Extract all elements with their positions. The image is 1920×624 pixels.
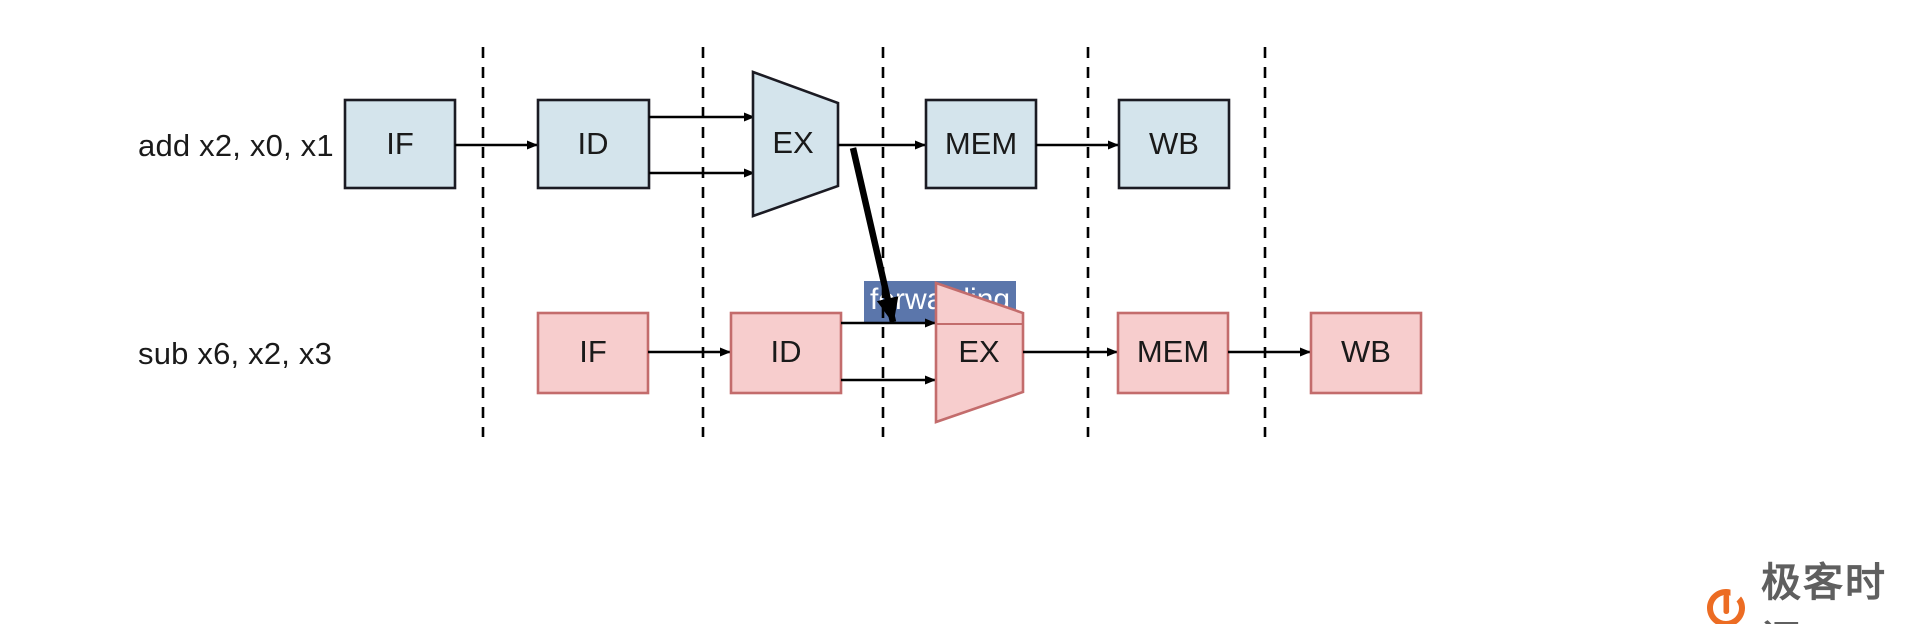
stage-label-sub-ex: EX: [958, 334, 1000, 369]
pipeline-row-sub: IF ID EX MEM WB: [536, 281, 1423, 424]
stage-label-add-wb: WB: [1149, 126, 1199, 161]
stage-box-add-mem: [924, 98, 1038, 190]
stage-box-add-ex: [751, 70, 840, 218]
stage-box-add-if: [343, 98, 457, 190]
stage-label-add-id: ID: [578, 126, 609, 161]
stage-box-sub-wb: [1309, 311, 1423, 395]
geektime-logo-icon: [1703, 585, 1749, 624]
forwarding-path: [849, 147, 899, 324]
stage-box-add-id: [536, 98, 651, 190]
stage-box-sub-id: [729, 311, 843, 395]
row-label-add: add x2, x0, x1: [138, 128, 334, 163]
row-label-sub: sub x6, x2, x3: [138, 336, 333, 371]
stage-label-sub-if: IF: [579, 334, 607, 369]
stage-label-add-ex: EX: [772, 125, 814, 160]
forwarding-arrow: [849, 147, 899, 324]
stage-label-add-if: IF: [386, 126, 414, 161]
pipeline-row-add: IF ID EX MEM WB: [343, 70, 1231, 218]
stage-box-sub-ex: [934, 281, 1025, 424]
watermark-text: 极客时间: [1761, 560, 1887, 624]
stage-label-sub-wb: WB: [1341, 334, 1391, 369]
stage-dividers: [481, 47, 1267, 437]
stage-label-add-mem: MEM: [945, 126, 1017, 161]
stage-box-add-wb: [1117, 98, 1231, 190]
stage-label-sub-id: ID: [771, 334, 802, 369]
watermark: 极客时间: [1703, 550, 1920, 624]
stage-label-sub-mem: MEM: [1137, 334, 1209, 369]
stage-box-sub-if: [536, 311, 650, 395]
